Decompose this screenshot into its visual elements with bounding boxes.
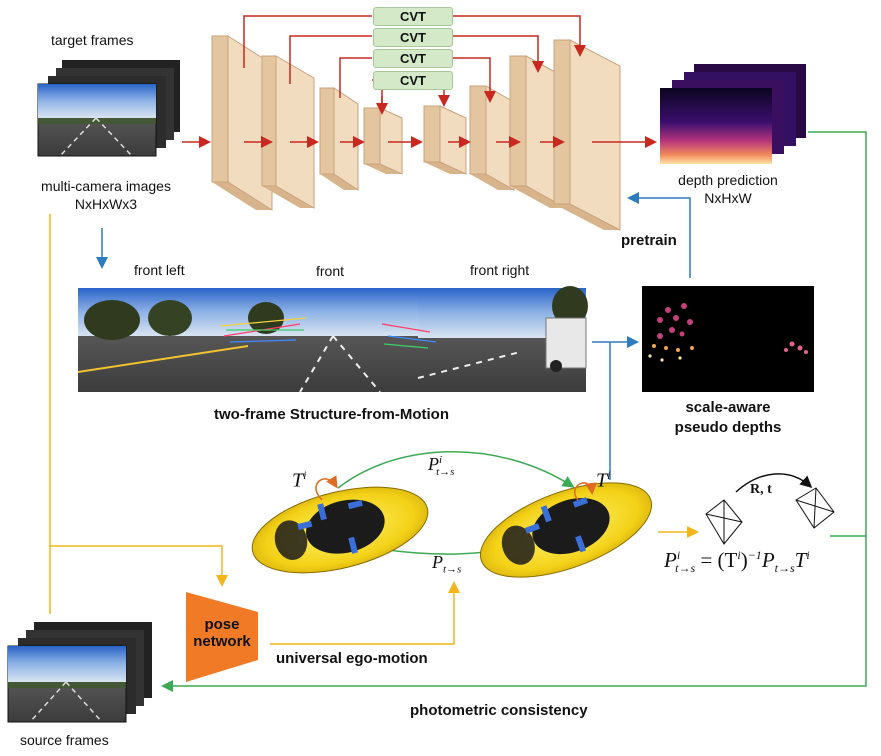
front-image xyxy=(248,288,418,393)
source-frames-stack xyxy=(7,622,152,723)
depth-prediction-stack xyxy=(660,64,806,164)
front-right-label: front right xyxy=(470,262,530,278)
depth-prediction-label: depth prediction xyxy=(678,172,778,188)
rotation-translation-label: R, t xyxy=(750,482,772,497)
car-left xyxy=(251,486,429,574)
encoder-block-3 xyxy=(319,87,359,191)
orange-arrows xyxy=(49,214,699,645)
photometric-consistency-label: photometric consistency xyxy=(410,702,588,719)
cvt-block-2: CVT xyxy=(373,28,453,47)
universal-ego-motion-label: universal ego-motion xyxy=(276,650,428,667)
pseudo-depths-label: pseudo depths xyxy=(674,419,782,436)
cvt-block-4: CVT xyxy=(373,71,453,90)
encoder-block-1 xyxy=(211,35,273,211)
pose-network-shape xyxy=(186,592,258,682)
pose-formula: Pit→s = (Ti)−1Pt→sTi xyxy=(664,548,810,576)
camera-frustum-left xyxy=(705,499,743,545)
encoder-decoder xyxy=(211,35,621,231)
sfm-label: two-frame Structure-from-Motion xyxy=(214,406,449,423)
output-shape-label: NxHxW xyxy=(704,190,752,206)
ego-motion-loops xyxy=(315,475,597,501)
encoder-block-2 xyxy=(261,55,315,209)
camera-frustum-right xyxy=(795,487,835,529)
decoder-block-4 xyxy=(553,39,621,231)
encoder-block-4 xyxy=(363,107,403,175)
front-left-label: front left xyxy=(134,262,185,278)
target-frame-image xyxy=(37,83,157,157)
network-flow-arrows xyxy=(182,15,657,148)
decoder-block-2 xyxy=(469,85,515,191)
front-right-image xyxy=(417,286,588,392)
decoder-block-1 xyxy=(423,105,467,175)
input-shape-label: NxHxWx3 xyxy=(74,196,138,212)
relative-pose-arrow xyxy=(735,473,813,493)
source-frames-label: source frames xyxy=(20,732,109,748)
feature-matches xyxy=(219,317,437,349)
transform-right-label: Ti xyxy=(596,468,611,492)
multiview-image-strip xyxy=(77,286,588,393)
target-frames-stack xyxy=(37,60,180,157)
multi-camera-images-label: multi-camera images xyxy=(41,178,171,194)
ego-pose-label: Pt→s xyxy=(432,552,462,576)
front-left-image xyxy=(77,288,249,392)
camera-pose-label: Pit→s xyxy=(428,454,455,478)
target-frames-label: target frames xyxy=(51,32,134,48)
depth-map-image xyxy=(660,88,772,164)
cvt-block-3: CVT xyxy=(373,49,453,68)
pseudo-depth-image xyxy=(642,286,814,392)
source-frame-image xyxy=(7,645,127,723)
cvt-block-1: CVT xyxy=(373,7,453,26)
blue-arrows xyxy=(96,192,691,480)
scale-aware-label: scale-aware xyxy=(685,399,771,416)
transform-left-label: Ti xyxy=(292,468,307,492)
pretrain-label: pretrain xyxy=(621,232,677,249)
front-label: front xyxy=(316,263,345,279)
pose-network-label: pose network xyxy=(193,616,251,650)
car-right xyxy=(479,482,653,578)
